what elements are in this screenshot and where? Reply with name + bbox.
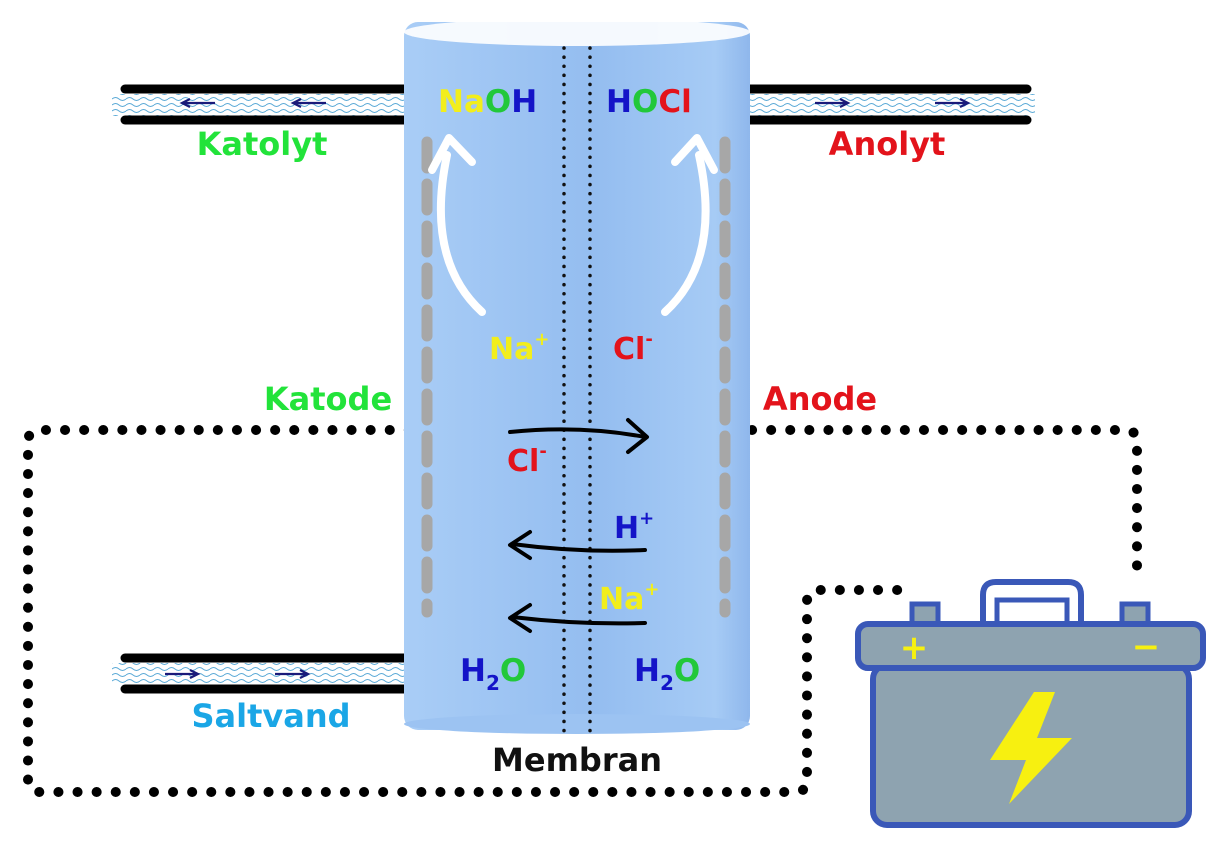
electrolysis-cell bbox=[404, 18, 750, 734]
reaction-arrow-right bbox=[661, 134, 718, 316]
flow-arrow-icon bbox=[290, 98, 326, 108]
anode-label: Anode bbox=[763, 380, 877, 418]
battery-negative-label: − bbox=[1132, 627, 1161, 667]
membran-label: Membran bbox=[492, 741, 662, 779]
saltvand-label: Saltvand bbox=[191, 697, 350, 735]
water-left: H2O bbox=[460, 653, 526, 695]
katode-label: Katode bbox=[264, 380, 392, 418]
flow-arrow-icon bbox=[179, 98, 215, 108]
flow-arrow-icon bbox=[815, 98, 851, 108]
flow-arrow-icon bbox=[165, 669, 201, 679]
h-ion-transfer: H+ bbox=[614, 508, 654, 546]
cl-ion-transfer: Cl- bbox=[507, 441, 547, 479]
transfer-arrows bbox=[508, 418, 649, 633]
battery-icon bbox=[855, 579, 1206, 828]
na-ion-upper: Na+ bbox=[489, 329, 549, 367]
water-right: H2O bbox=[634, 653, 700, 695]
flow-arrow-icon bbox=[275, 669, 311, 679]
battery-positive-label: + bbox=[900, 628, 929, 668]
pipe-anolyt bbox=[743, 84, 1035, 125]
pipe-katolyt bbox=[112, 84, 410, 125]
flow-arrow-icon bbox=[935, 98, 971, 108]
naoh-formula: NaOH bbox=[438, 84, 537, 120]
pipe-saltvand bbox=[112, 653, 410, 694]
anolyt-label: Anolyt bbox=[829, 125, 946, 163]
na-ion-transfer: Na+ bbox=[599, 579, 659, 617]
circuit-wire bbox=[23, 425, 1142, 797]
hocl-formula: HOCl bbox=[606, 84, 692, 120]
cl-ion-upper: Cl- bbox=[613, 329, 653, 367]
lightning-bolt-icon bbox=[990, 692, 1072, 804]
katolyt-label: Katolyt bbox=[197, 125, 328, 163]
reaction-arrow-left bbox=[428, 134, 486, 316]
